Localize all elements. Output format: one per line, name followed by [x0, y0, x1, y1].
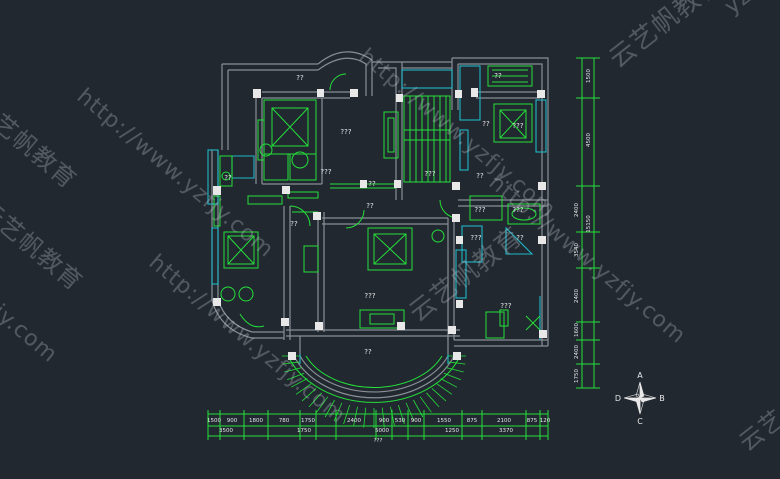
room-label: ??: [290, 220, 298, 228]
dim-right-outer: 2400: [574, 345, 580, 359]
compass-west: D: [615, 394, 621, 403]
balcony-rail: [333, 402, 343, 422]
balcony-rail: [353, 406, 358, 427]
room-label: ???: [340, 128, 351, 136]
dim-bottom-total: ???: [374, 438, 383, 444]
right-dimensions: 1500 4500 2400 3540 2400 1600 2400 1750 …: [574, 57, 600, 389]
dim-bottom-bottom: 3370: [499, 428, 513, 434]
balcony-rail: [282, 361, 301, 365]
dim-bottom-bottom: 1250: [445, 428, 459, 434]
dim-right-outer: 2400: [574, 289, 580, 303]
balcony-rail: [290, 378, 308, 388]
dim-bottom-top: 120: [540, 418, 551, 424]
columns: [213, 88, 547, 360]
dim-right-outer: 1750: [574, 369, 580, 383]
compass-north: A: [637, 371, 643, 380]
room-labels: ?? ??? ??? ?? ??? ?? ?? ??? ?? ??? ??? ?…: [224, 72, 524, 356]
dim-bottom-top: 530: [395, 418, 406, 424]
curved-balcony: [287, 336, 461, 403]
dim-right-outer: 4500: [586, 133, 592, 147]
compass-east: B: [659, 394, 665, 403]
room-label: ??: [366, 202, 374, 210]
balcony-rail: [363, 407, 367, 428]
dim-bottom-bottom: 1750: [297, 428, 311, 434]
balcony-rail: [398, 404, 405, 425]
balcony-rail: [443, 372, 461, 381]
dim-bottom-top: 1800: [249, 418, 263, 424]
windows-and-fixtures: [207, 65, 547, 364]
balcony-rail: [381, 407, 385, 428]
balcony-rail: [287, 372, 305, 381]
bottom-dimensions: 1500 900 1800 780 1750 2400 900 530 900 …: [207, 410, 551, 444]
room-label: ???: [500, 302, 511, 310]
balcony-rail: [440, 378, 458, 388]
balcony-rail: [447, 361, 466, 365]
compass-south: C: [637, 417, 643, 426]
room-label: ??: [476, 172, 484, 180]
room-label: ???: [364, 292, 375, 300]
room-label: ???: [512, 122, 523, 130]
room-label: ???: [470, 234, 481, 242]
balcony-rail: [316, 396, 329, 413]
room-label: ??: [494, 72, 502, 80]
dim-bottom-top: 1500: [207, 418, 221, 424]
dim-bottom-top: 875: [527, 418, 538, 424]
balcony-rail: [284, 367, 302, 373]
dim-right-outer: 2400: [574, 203, 580, 217]
walls: [211, 51, 549, 347]
dim-right-total: 15150: [586, 215, 592, 233]
dim-bottom-top: 900: [379, 418, 390, 424]
dim-right-outer: 3540: [574, 243, 580, 257]
dim-bottom-top: 875: [467, 418, 478, 424]
balcony-rail: [419, 396, 432, 413]
balcony-rail: [301, 388, 317, 402]
balcony-rail: [295, 383, 312, 395]
room-label: ???: [320, 168, 331, 176]
room-label: ??: [364, 348, 372, 356]
room-label: ???: [474, 206, 485, 214]
room-label: ??: [368, 180, 376, 188]
balcony-rail: [308, 392, 322, 408]
dim-bottom-bottom: 5000: [375, 428, 389, 434]
room-label: ??: [482, 120, 490, 128]
dim-bottom-top: 780: [279, 418, 290, 424]
room-label: ???: [512, 206, 523, 214]
balcony-rail: [431, 388, 447, 402]
balcony-rail: [446, 367, 464, 373]
room-label: ??: [296, 74, 304, 82]
dim-bottom-top: 2100: [497, 418, 511, 424]
right-dimension-ticks: [576, 57, 600, 389]
dim-right-outer: 1500: [586, 69, 592, 83]
room-label: ??: [516, 234, 524, 242]
dim-bottom-top: 1750: [301, 418, 315, 424]
dim-bottom-top: 900: [227, 418, 238, 424]
room-label: ???: [424, 170, 435, 178]
balcony-rail: [436, 383, 453, 395]
dim-bottom-bottom: 3500: [219, 428, 233, 434]
balcony-rail: [426, 392, 440, 408]
dim-bottom-top: 900: [411, 418, 422, 424]
dim-bottom-top: 2400: [347, 418, 361, 424]
room-label: ??: [224, 174, 232, 182]
dim-bottom-top: 1550: [437, 418, 451, 424]
balcony-rail: [405, 402, 415, 422]
dim-right-outer: 1600: [574, 323, 580, 337]
furniture: [213, 65, 541, 339]
bottom-dimension-ticks: [207, 410, 549, 440]
compass-rose: A C B D: [615, 371, 665, 426]
balcony-rail: [343, 404, 350, 425]
